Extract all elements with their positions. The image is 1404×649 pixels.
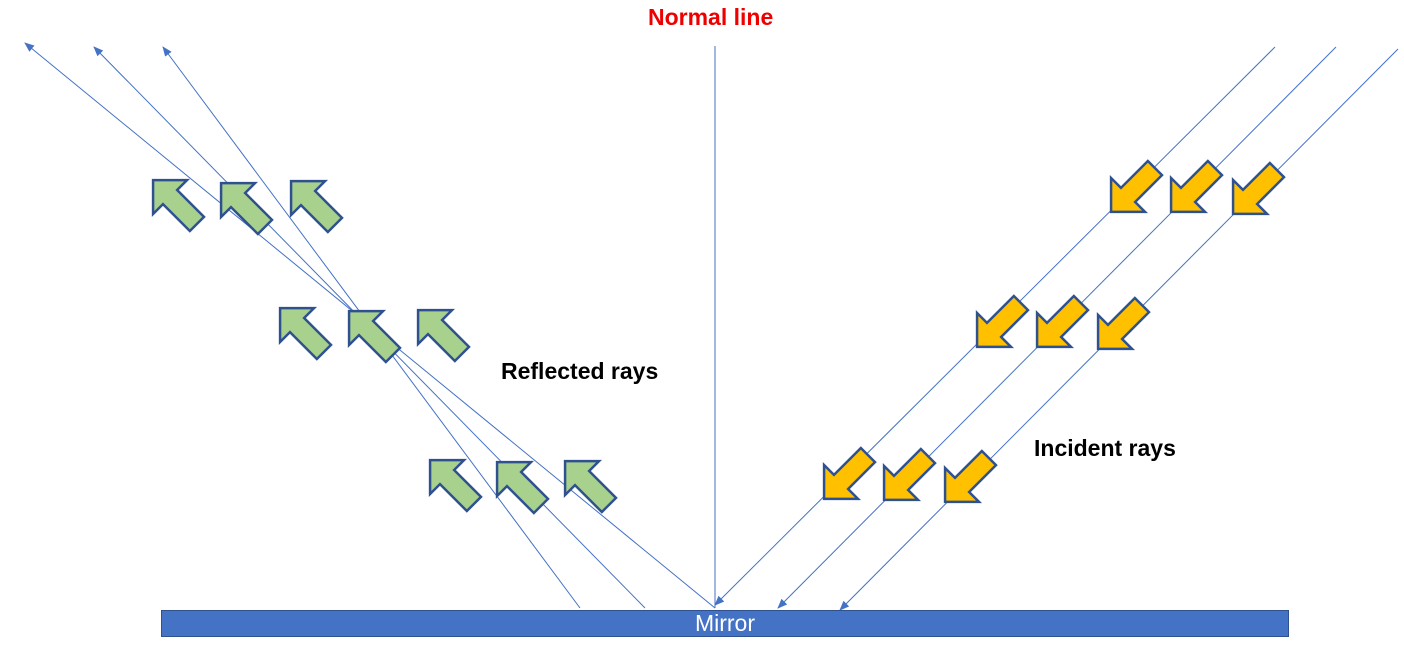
reflected-arrow-icon: [428, 458, 483, 513]
incident-arrow-icon: [1169, 159, 1224, 214]
incident-arrow-icon: [882, 447, 937, 502]
incident-arrow-icon: [975, 294, 1030, 349]
mirror-label: Mirror: [694, 610, 756, 636]
reflected-arrow-icon: [219, 181, 274, 236]
incident-arrow-icon: [1231, 161, 1286, 216]
reflected-arrow-icon: [347, 309, 402, 364]
normal-line-label: Normal line: [648, 4, 774, 30]
reflected-arrow-icon: [495, 460, 550, 515]
reflected-arrow-icon: [151, 178, 206, 233]
incident-arrow-icon: [1109, 159, 1164, 214]
rays-layer: [24, 42, 1399, 611]
arrows-layer: [151, 159, 1286, 515]
incident-arrow-icon: [1035, 294, 1090, 349]
incident-arrow-icon: [822, 446, 877, 501]
incident-arrow-icon: [943, 449, 998, 504]
mirror: Mirror: [161, 610, 1289, 637]
reflected-arrow-icon: [289, 179, 344, 234]
reflected-arrow-icon: [563, 459, 618, 514]
reflected-rays-label: Reflected rays: [501, 358, 659, 384]
incident-arrow-icon: [1096, 296, 1151, 351]
incident-rays-label: Incident rays: [1034, 435, 1176, 461]
reflected-arrow-icon: [278, 306, 333, 361]
reflected-arrow-icon: [416, 308, 471, 363]
